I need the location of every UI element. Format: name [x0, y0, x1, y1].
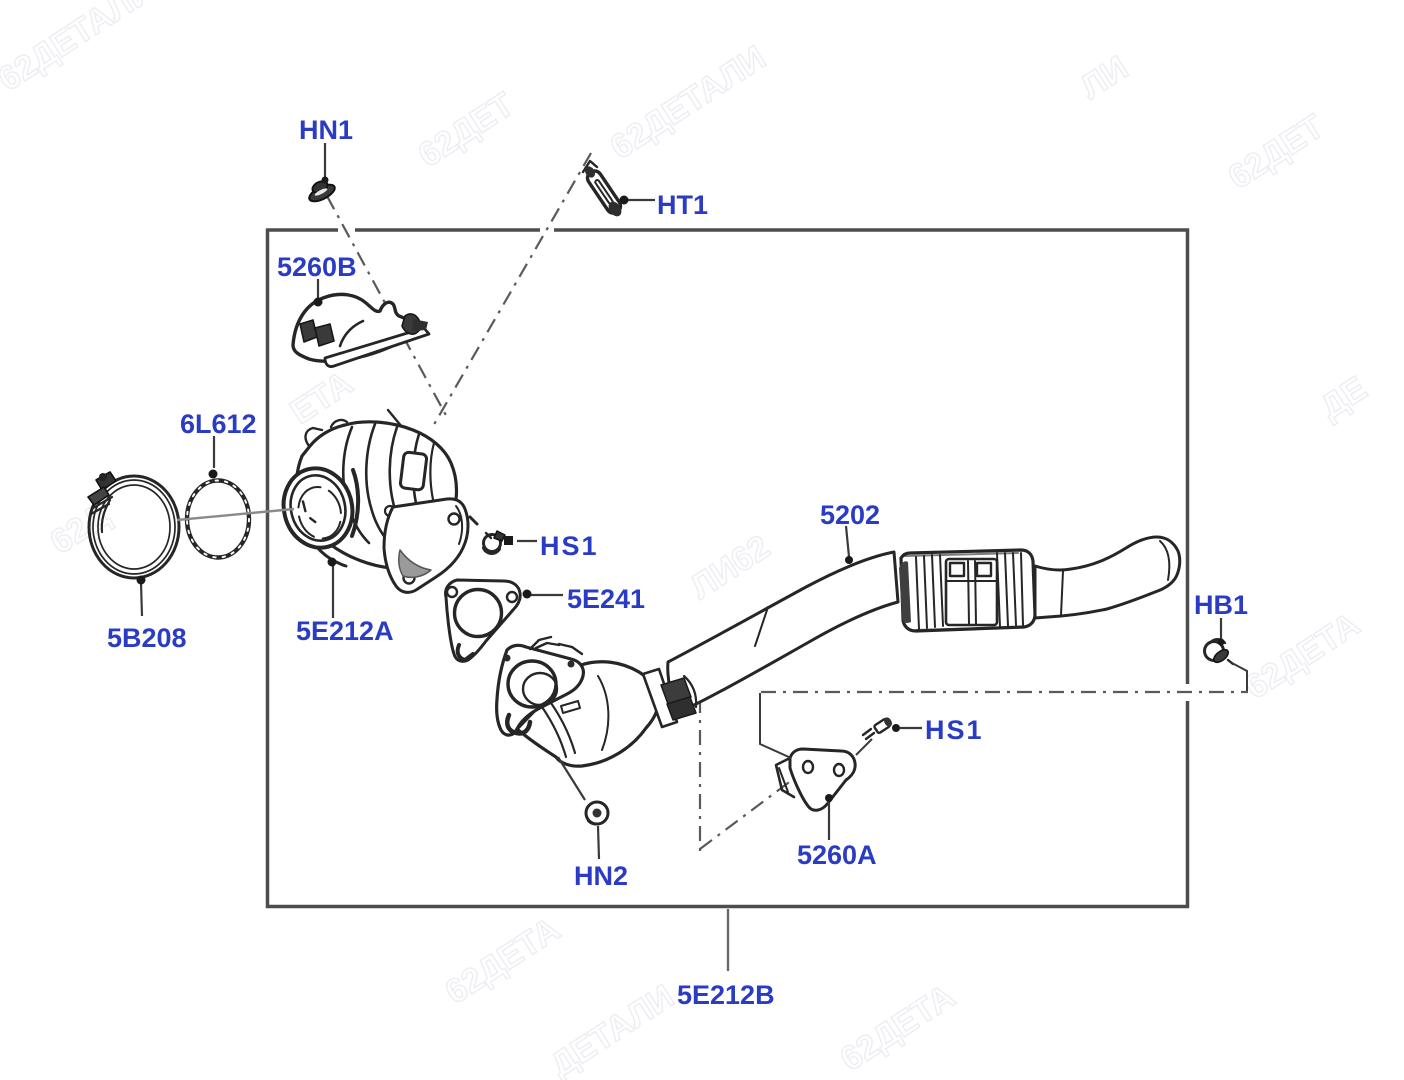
svg-text:5E241: 5E241	[567, 584, 645, 614]
svg-text:5260A: 5260A	[797, 840, 877, 870]
svg-text:5E212B: 5E212B	[677, 980, 775, 1010]
svg-text:HN1: HN1	[299, 115, 353, 145]
svg-text:ДЕ: ДЕ	[1314, 369, 1374, 426]
svg-text:HN2: HN2	[574, 861, 628, 891]
svg-text:6L612: 6L612	[180, 409, 257, 439]
svg-text:62ДЕТ: 62ДЕТ	[412, 85, 521, 174]
svg-text:HS1: HS1	[540, 531, 599, 561]
svg-text:HB1: HB1	[1194, 590, 1248, 620]
svg-text:62ДЕТАЛИ: 62ДЕТАЛИ	[604, 39, 773, 167]
svg-text:5260B: 5260B	[277, 252, 357, 282]
svg-text:ЛИ: ЛИ	[1074, 49, 1135, 107]
svg-text:5B208: 5B208	[107, 623, 187, 653]
svg-text:5E212A: 5E212A	[296, 616, 394, 646]
svg-text:HS1: HS1	[925, 715, 984, 745]
svg-text:ДЕТАЛИ: ДЕТАЛИ	[544, 977, 681, 1080]
svg-text:62ДЕТА: 62ДЕТА	[834, 977, 962, 1079]
svg-text:62ДЕТ: 62ДЕТ	[1222, 107, 1331, 196]
svg-text:62ДЕТА: 62ДЕТА	[439, 910, 567, 1012]
svg-text:ЕТА: ЕТА	[284, 364, 360, 432]
svg-text:HT1: HT1	[657, 190, 708, 220]
svg-text:ЛИ62: ЛИ62	[684, 528, 777, 607]
svg-text:62ДЕТА: 62ДЕТА	[1239, 605, 1367, 707]
svg-text:62ДЕТАЛИ: 62ДЕТАЛИ	[0, 0, 160, 99]
svg-text:5202: 5202	[820, 500, 880, 530]
